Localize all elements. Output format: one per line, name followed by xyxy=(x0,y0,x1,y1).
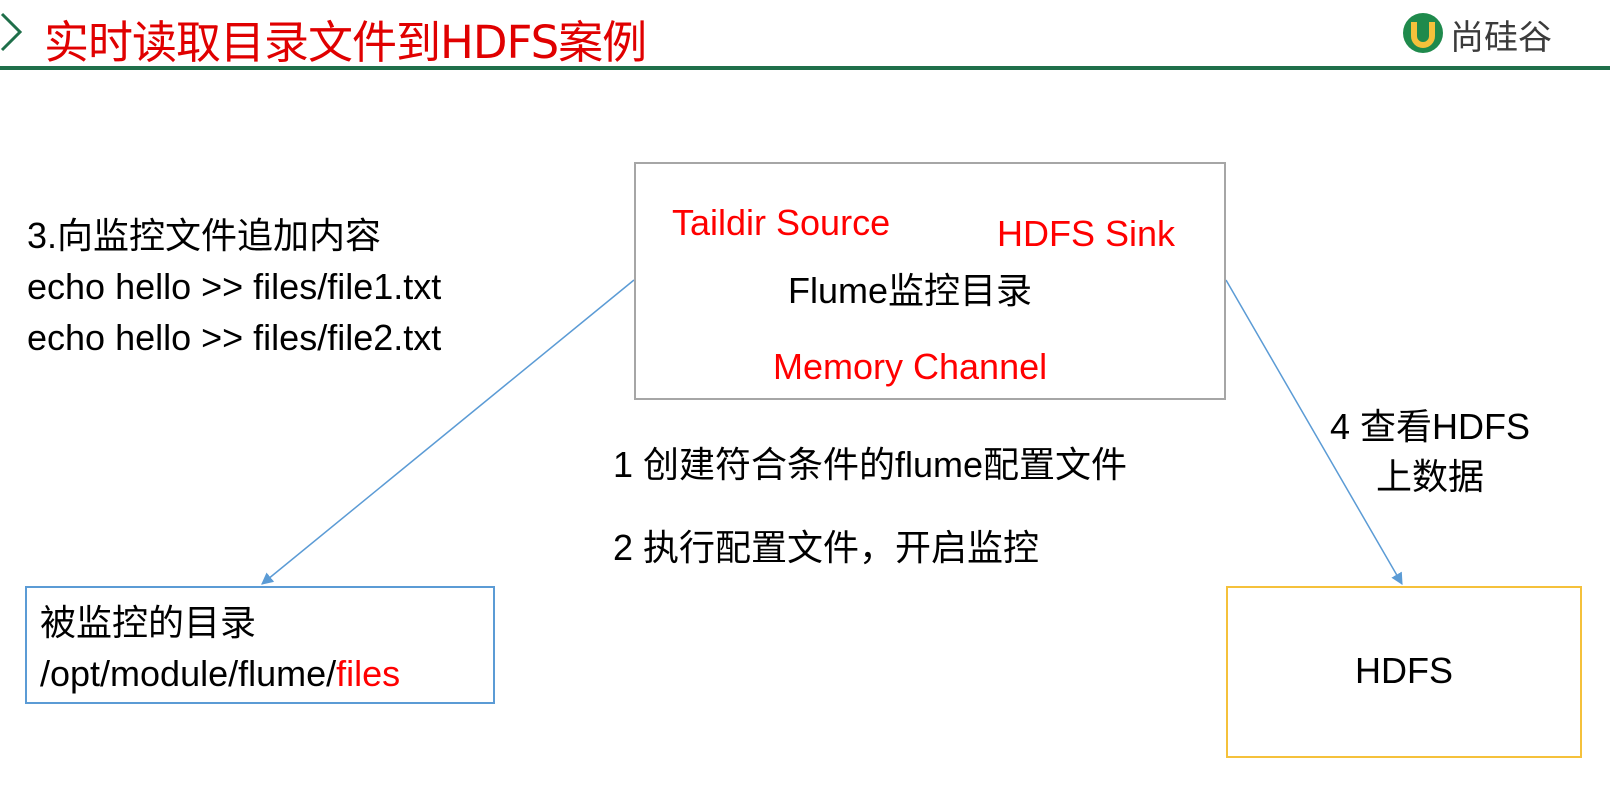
page-title: 实时读取目录文件到HDFS案例 xyxy=(44,16,647,69)
hdfs-sink-label: HDFS Sink xyxy=(997,213,1176,254)
memory-channel-label: Memory Channel xyxy=(773,346,1048,387)
dir-path-highlight: files xyxy=(336,653,401,694)
step-4-line-2: 上数据 xyxy=(1375,456,1484,497)
arrow-flume-to-hdfs xyxy=(1225,279,1403,586)
dir-path-prefix: /opt/module/flume/ xyxy=(40,653,337,694)
step-4-text: 4 查看HDFS 上数据 xyxy=(1330,402,1530,502)
flume-agent-box xyxy=(634,162,1226,400)
hdfs-box xyxy=(1226,586,1582,758)
append-cmd-2: echo hello >> files/file2.txt xyxy=(27,317,442,358)
append-instructions: 3.向监控文件追加内容 echo hello >> files/file1.tx… xyxy=(27,210,441,363)
monitored-dir-heading: 被监控的目录 xyxy=(40,602,257,643)
logo-text: 尚硅谷 xyxy=(1450,18,1552,58)
append-cmd-1: echo hello >> files/file1.txt xyxy=(27,266,442,307)
append-heading: 3.向监控文件追加内容 xyxy=(27,215,382,256)
flume-monitor-label: Flume监控目录 xyxy=(788,270,1033,311)
step-4-line-1: 4 查看HDFS xyxy=(1330,406,1531,447)
monitored-dir-box xyxy=(25,586,495,704)
hdfs-label: HDFS xyxy=(1355,650,1453,691)
step-1-text: 1 创建符合条件的flume配置文件 xyxy=(613,444,1128,485)
taildir-source-label: Taildir Source xyxy=(672,202,891,243)
header-divider xyxy=(0,66,1610,70)
arrow-flume-to-dir xyxy=(261,279,635,585)
logo-icon xyxy=(1403,13,1443,53)
step-2-text: 2 执行配置文件，开启监控 xyxy=(613,527,1040,568)
monitored-dir-path: /opt/module/flume/files xyxy=(40,648,400,699)
header-marker-icon xyxy=(0,12,23,52)
brand-logo: 尚硅谷 xyxy=(1400,8,1600,58)
monitored-dir-text: 被监控的目录 /opt/module/flume/files xyxy=(40,597,400,699)
